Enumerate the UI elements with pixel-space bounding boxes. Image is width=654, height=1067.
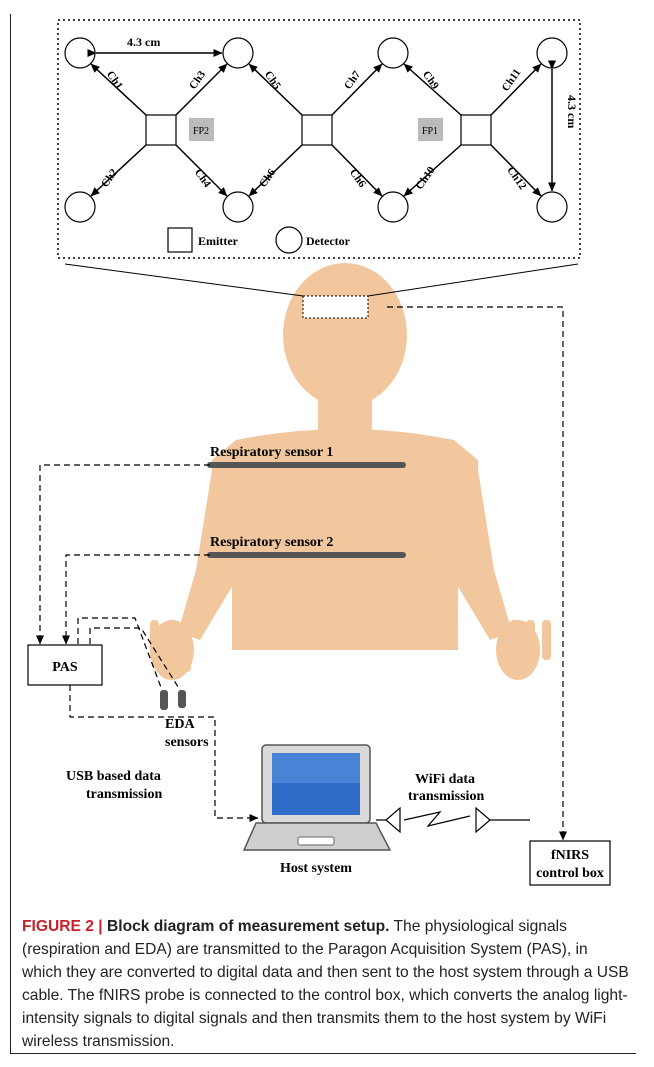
host-system-label: Host system — [280, 861, 352, 876]
emitter-3 — [460, 114, 492, 146]
usb-label-line2: transmission — [86, 787, 162, 802]
fnirs-label-line1: fNIRS — [551, 848, 589, 863]
probe-geometry — [64, 37, 568, 223]
fnirs-control-box — [529, 840, 611, 886]
caption-title: Block diagram of measurement setup. — [106, 918, 390, 935]
channel-label: Ch1 — [104, 69, 125, 92]
channel-label: Ch6 — [347, 167, 368, 190]
eda-sensor-1 — [160, 690, 168, 710]
dimension-arrows — [87, 49, 556, 192]
probe-layout-box — [57, 19, 581, 259]
signal-wires — [36, 306, 567, 841]
eda-sensor-2 — [178, 690, 186, 708]
channel-label: Ch12 — [504, 165, 528, 193]
spacing-h-label: 4.3 cm — [127, 35, 160, 49]
caption-figure-label: FIGURE 2 | — [22, 918, 103, 935]
detector-8 — [536, 191, 568, 223]
channel-label: Ch3 — [187, 68, 208, 91]
detector-1 — [64, 37, 96, 69]
emitter-2 — [301, 114, 333, 146]
zoom-line-left — [64, 263, 304, 297]
emitter-legend-label: Emitter — [198, 234, 239, 248]
figure-caption: FIGURE 2 | Block diagram of measurement … — [22, 915, 630, 1053]
pas-label: PAS — [52, 660, 78, 675]
usb-label-line1: USB based data — [66, 769, 161, 784]
figure-frame — [10, 14, 636, 1054]
fp1-marker — [418, 118, 443, 141]
channel-arrows — [90, 63, 542, 197]
fnirs-label-line2: control box — [536, 866, 604, 881]
wifi-label-line2: transmission — [408, 789, 484, 804]
detector-2 — [222, 37, 254, 69]
fp1-label: FP1 — [422, 126, 438, 137]
spacing-v-label: 4.3 cm — [565, 95, 579, 128]
respiratory-sensor-1-label: Respiratory sensor 1 — [210, 445, 333, 460]
respiratory-sensor-2-label: Respiratory sensor 2 — [210, 535, 333, 550]
zoom-line-right — [367, 263, 579, 297]
channel-label: Ch2 — [99, 166, 120, 189]
fp2-marker — [189, 118, 214, 141]
measurement-setup-diagram: 4.3 cm 4.3 cm FP2 FP1 Ch1Ch2Ch3Ch4Ch5Ch6… — [27, 19, 611, 886]
detector-6 — [222, 191, 254, 223]
channel-label: Ch7 — [342, 68, 363, 91]
detector-legend-label: Detector — [306, 234, 351, 248]
emitter-1 — [145, 114, 177, 146]
detector-4 — [536, 37, 568, 69]
pas-box — [27, 644, 103, 686]
channel-label: Ch11 — [500, 67, 524, 94]
detector-3 — [377, 37, 409, 69]
channel-label: Ch4 — [192, 167, 213, 190]
emitter-legend-icon — [167, 227, 193, 253]
eda-label-line2: sensors — [165, 735, 209, 750]
eda-label-line1: EDA — [165, 717, 195, 732]
fp2-label: FP2 — [193, 126, 209, 137]
wifi-label-line1: WiFi data — [415, 772, 475, 787]
detector-5 — [64, 191, 96, 223]
wifi-link — [376, 806, 530, 834]
laptop-icon — [242, 744, 392, 851]
forehead-probe — [302, 295, 369, 319]
detector-legend-icon — [275, 226, 303, 254]
human-body — [150, 263, 551, 680]
caption-text: The physiological signals (respiration a… — [22, 918, 629, 1050]
detector-7 — [377, 191, 409, 223]
